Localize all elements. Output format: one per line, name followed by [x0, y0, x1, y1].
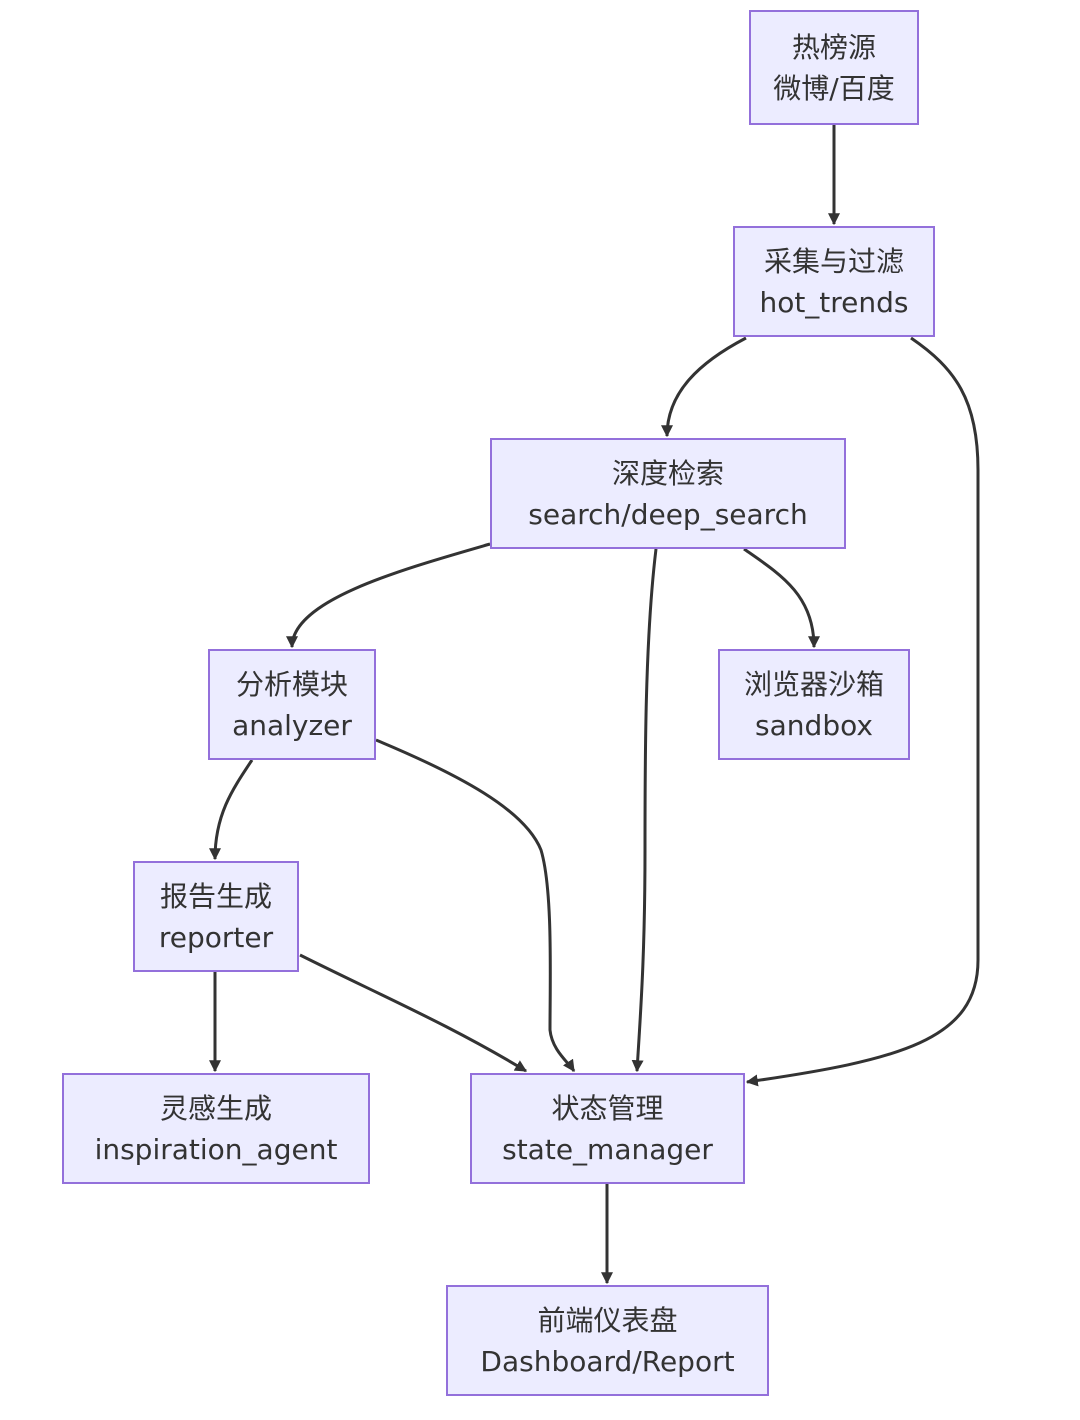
node-title: 浏览器沙箱 [743, 667, 884, 701]
node-analyzer: 分析模块 analyzer [208, 649, 376, 760]
node-sandbox: 浏览器沙箱 sandbox [718, 649, 910, 760]
node-subtitle: state_manager [502, 1132, 713, 1166]
node-subtitle: sandbox [755, 708, 873, 742]
node-title: 前端仪表盘 [537, 1303, 678, 1337]
node-hot-source: 热榜源 微博/百度 [749, 10, 919, 125]
node-title: 分析模块 [235, 667, 348, 701]
node-state-manager: 状态管理 state_manager [470, 1073, 745, 1184]
node-title: 采集与过滤 [763, 244, 904, 278]
node-inspiration-agent: 灵感生成 inspiration_agent [62, 1073, 370, 1184]
node-reporter: 报告生成 reporter [133, 861, 299, 972]
edge-collect-filter-to-deep-search [661, 336, 747, 438]
node-title: 深度检索 [611, 456, 724, 490]
node-title: 状态管理 [551, 1091, 664, 1125]
edge-analyzer-to-reporter [209, 759, 254, 861]
edge-collect-filter-to-state-manager [745, 336, 980, 1087]
node-collect-filter: 采集与过滤 hot_trends [733, 226, 935, 337]
edge-deep-search-to-sandbox [743, 547, 820, 649]
node-dashboard: 前端仪表盘 Dashboard/Report [446, 1285, 769, 1396]
edge-reporter-to-state-manager [299, 953, 528, 1073]
node-title: 热榜源 [791, 30, 876, 64]
node-subtitle: Dashboard/Report [480, 1344, 735, 1378]
edge-deep-search-to-state-manager [631, 548, 658, 1073]
node-subtitle: analyzer [232, 708, 352, 742]
edge-analyzer-to-state-manager [375, 738, 576, 1072]
node-subtitle: reporter [158, 920, 274, 954]
node-subtitle: inspiration_agent [94, 1132, 338, 1166]
node-title: 灵感生成 [159, 1091, 272, 1125]
node-deep-search: 深度检索 search/deep_search [490, 438, 846, 549]
node-subtitle: 微博/百度 [773, 71, 895, 105]
node-subtitle: search/deep_search [528, 497, 808, 531]
node-title: 报告生成 [159, 879, 272, 913]
node-subtitle: hot_trends [759, 285, 909, 319]
edge-deep-search-to-analyzer [286, 542, 491, 649]
